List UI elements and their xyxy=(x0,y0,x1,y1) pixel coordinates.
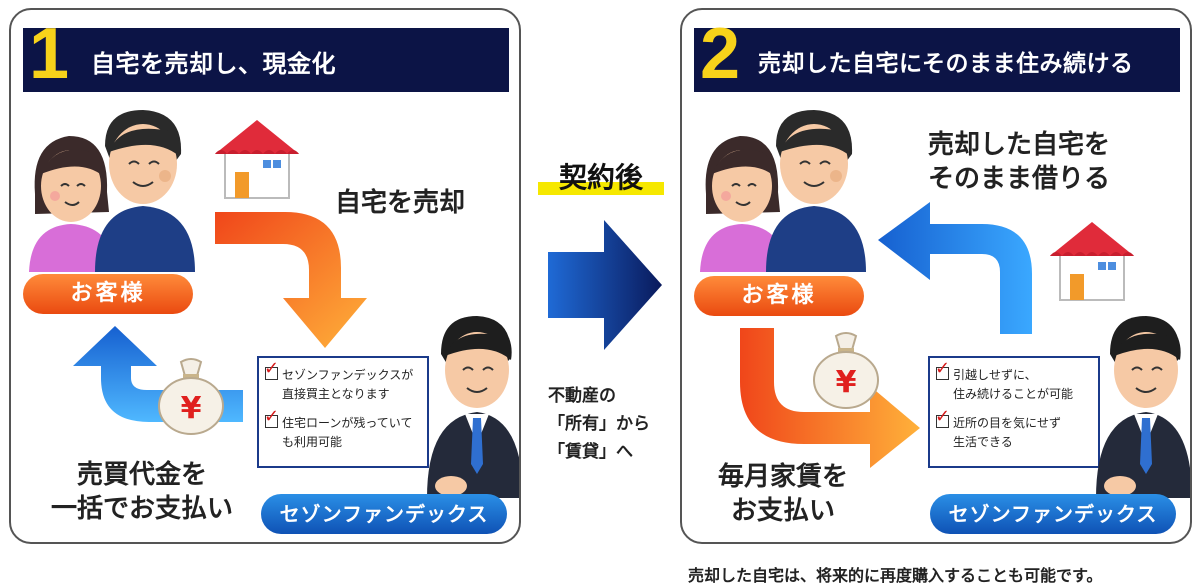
ownership-to-rental-text: 不動産の 「所有」から 「賃貸」へ xyxy=(548,386,650,462)
step-1-title: 自宅を売却し、現金化 xyxy=(91,50,336,78)
benefits-box: ✓ 引越しせずに、住み続けることが可能 ✓ 近所の目を気にせず生活できる xyxy=(928,356,1100,468)
checklist-item: ✓ セゾンファンデックスが直接買主となります xyxy=(264,358,414,402)
couple-illustration xyxy=(700,110,866,272)
after-contract-label: 契約後 xyxy=(538,156,664,200)
checklist-item: ✓ 近所の目を気にせず生活できる xyxy=(935,406,1062,450)
businessman-illustration xyxy=(427,316,519,498)
lease-label: 売却した自宅を そのまま借りる xyxy=(928,130,1111,194)
lease-arrow-icon xyxy=(878,202,1032,334)
check-icon: ✓ xyxy=(264,358,280,380)
company-label: セゾンファンデックス xyxy=(930,494,1176,534)
step-2-number: 2 xyxy=(700,14,741,94)
rent-arrow-icon xyxy=(740,328,920,468)
after-contract-text: 契約後 xyxy=(558,161,643,194)
yen-symbol: ¥ xyxy=(836,365,857,400)
sell-arrow-icon xyxy=(215,212,367,348)
couple-illustration xyxy=(29,110,195,272)
footnote: 売却した自宅は、将来的に再度購入することも可能です。 xyxy=(688,566,1103,585)
rent-label: 毎月家賃を お支払い xyxy=(718,462,849,526)
house-icon xyxy=(215,120,299,199)
money-bag-icon: ¥ xyxy=(813,332,879,409)
next-step-arrow-icon xyxy=(548,220,662,350)
step-2-title: 売却した自宅にそのまま住み続ける xyxy=(758,51,1134,77)
payment-label: 売買代金を 一括でお支払い xyxy=(51,458,233,526)
step-1-panel: 1 自宅を売却し、現金化 自宅を売却 お客様 xyxy=(9,8,521,544)
house-icon xyxy=(1050,222,1134,301)
step-1-header: 1 自宅を売却し、現金化 xyxy=(23,14,509,94)
step-1-number: 1 xyxy=(29,14,70,94)
highlight-bar xyxy=(538,182,664,195)
sell-label: 自宅を売却 xyxy=(335,188,466,218)
checklist-item: ✓ 引越しせずに、住み続けることが可能 xyxy=(935,358,1074,402)
company-label: セゾンファンデックス xyxy=(261,494,507,534)
check-icon: ✓ xyxy=(935,406,951,428)
businessman-illustration xyxy=(1096,316,1190,498)
check-icon: ✓ xyxy=(264,406,280,428)
step-2-panel: 2 売却した自宅にそのまま住み続ける 売却した自宅を そのまま借りる お客様 xyxy=(680,8,1192,544)
money-bag-icon: ¥ xyxy=(158,358,224,435)
step-2-header: 2 売却した自宅にそのまま住み続ける xyxy=(694,14,1180,94)
checklist-item: ✓ 住宅ローンが残っていても利用可能 xyxy=(264,406,413,450)
payment-label-line1: 売買代金を xyxy=(77,460,208,490)
benefits-box: ✓ セゾンファンデックスが直接買主となります ✓ 住宅ローンが残っていても利用可… xyxy=(257,356,429,468)
yen-symbol: ¥ xyxy=(181,391,202,426)
check-icon: ✓ xyxy=(935,358,951,380)
customer-label: お客様 xyxy=(23,274,193,314)
customer-label: お客様 xyxy=(694,276,864,316)
payment-label-line2: 一括でお支払い xyxy=(51,494,234,524)
